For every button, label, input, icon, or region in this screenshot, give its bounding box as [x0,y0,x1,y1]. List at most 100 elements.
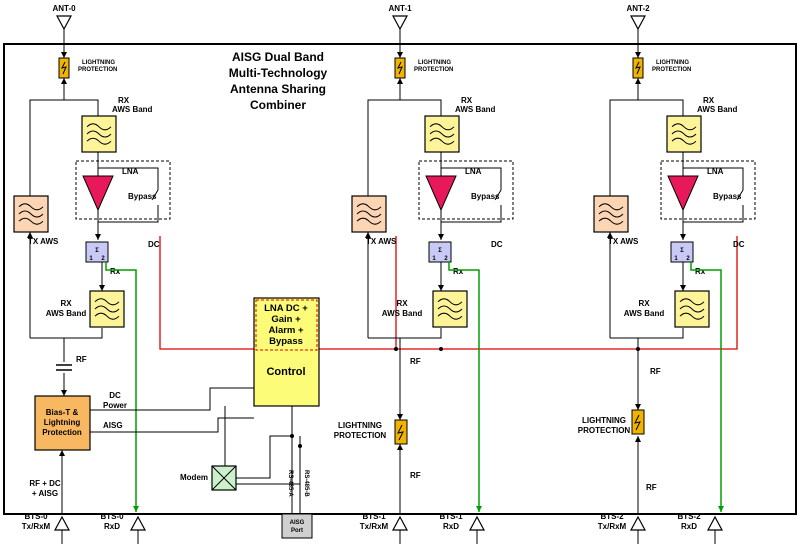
lna-label-1: LNA [465,167,482,176]
control-text-2: Gain + [271,314,301,325]
aisg-port[interactable] [281,513,313,539]
bias-t-label-3: Protection [42,428,82,437]
aws-band-label-lower-0: AWS Band [46,309,87,318]
rx-short-label-0: Rx [110,267,121,276]
aws-band-label-upper-1: AWS Band [455,105,496,114]
bts-name-2: BTS-1 [362,512,386,521]
control-lna-dc-region [255,299,318,351]
splitter-sigma-0: Σ [95,248,99,254]
antenna-label-2: ANT-2 [626,4,650,13]
bts-type-1: RxD [104,522,120,531]
antenna-label-0: ANT-0 [52,4,76,13]
aws-band-label-upper-2: AWS Band [697,105,738,114]
rx-filter-lower-0 [89,290,125,328]
bts-connector-icon-4[interactable] [629,515,647,531]
bts-connector-icon-0[interactable] [53,515,71,531]
lightning-small-label-b-1: PROTECTION [414,67,453,73]
aws-band-label-upper-0: AWS Band [112,105,153,114]
rxd-line-2 [690,262,724,512]
rxd-line-1 [448,262,482,512]
rf-label-2b: RF [646,483,657,492]
dc-label-0: DC [148,240,160,249]
rx-filter-upper-0 [81,115,117,153]
aisg-label: AISG [103,421,123,430]
splitter-port1-2: 1 [674,256,678,262]
rx-short-label-2: Rx [695,267,706,276]
lna-label-0: LNA [122,167,139,176]
antenna-icon-2 [629,15,647,31]
lightning-protection-small-1 [394,57,406,79]
rf-label-1b: RF [410,471,421,480]
splitter-sigma-1: Σ [438,248,442,254]
lightning-small-label-a-0: LIGHTNING [82,60,115,66]
lightning-small-label-a-2: LIGHTNING [656,60,689,66]
rs485-b-label: RS-485-B [303,470,309,497]
rx-filter-upper-1 [424,115,460,153]
bts-type-5: RxD [681,522,697,531]
bts-connector-icon-2[interactable] [391,515,409,531]
lightning-protection-big-2 [631,409,645,435]
lightning-big-label-1b: PROTECTION [334,431,387,440]
rxd-line-0 [105,262,139,512]
bts-connector-icon-1[interactable] [129,515,147,531]
dc-label-2: DC [733,240,745,249]
rx-label-upper-1: RX [461,96,473,105]
bypass-label-0: Bypass [128,192,157,201]
title-line-1: AISG Dual Band [232,50,324,64]
rx-label-lower-1: RX [396,299,408,308]
bts-name-5: BTS-2 [677,512,701,521]
lightning-big-label-2a: LIGHTNING [582,416,626,425]
control-text-1: LNA DC + [264,303,308,314]
bts-type-0: Tx/RxM [22,522,51,531]
rx-filter-lower-2 [674,290,710,328]
lightning-protection-small-2 [632,57,644,79]
bypass-label-2: Bypass [713,192,742,201]
bts-connector-icon-5[interactable] [706,515,724,531]
lna-amplifier-icon-1 [425,175,457,212]
bias-t-box [34,395,91,451]
bts-type-3: RxD [443,522,459,531]
dc-power-line [90,387,254,411]
rf-label-1a: RF [410,357,421,366]
lightning-small-label-a-1: LIGHTNING [418,60,451,66]
bts-type-4: Tx/RxM [598,522,627,531]
lightning-small-label-b-2: PROTECTION [652,67,691,73]
tx-filter-0 [13,195,49,233]
bts-connector-icon-3[interactable] [468,515,486,531]
lna-bypass-region-0 [75,160,171,220]
dc-label: DC [109,391,121,400]
lna-bypass-region-2 [660,160,756,220]
rx-label-upper-2: RX [703,96,715,105]
lightning-big-label-1a: LIGHTNING [338,421,382,430]
rf-dc-aisg-label-1: RF + DC [29,479,61,488]
lna-label-2: LNA [707,167,724,176]
tx-aws-label-2: TX AWS [608,237,639,246]
bias-t-label-1: Bias-T & [46,408,79,417]
power-label: Power [103,401,127,410]
lightning-protection-small-0 [58,57,70,79]
tx-filter-1 [351,195,387,233]
rs485-a-label: RS-485-A [287,470,293,497]
control-text-3: Alarm + [268,325,304,336]
tx-filter-2 [593,195,629,233]
antenna-icon-1 [391,15,409,31]
antenna-label-1: ANT-1 [388,4,412,13]
bts-name-4: BTS-2 [600,512,624,521]
bias-t-label-2: Lightning [44,418,81,427]
aws-band-label-lower-1: AWS Band [382,309,423,318]
aisg-line [90,417,254,433]
channel-2-lower: RX AWS Band RF RF LIGHTNING PROTECTION [578,232,686,514]
rx-filter-upper-2 [666,115,702,153]
rx-filter-lower-1 [432,290,468,328]
title-line-3: Antenna Sharing [230,82,326,96]
lna-amplifier-icon-2 [667,175,699,212]
control-label: Control [266,366,305,378]
rx-short-label-1: Rx [453,267,464,276]
